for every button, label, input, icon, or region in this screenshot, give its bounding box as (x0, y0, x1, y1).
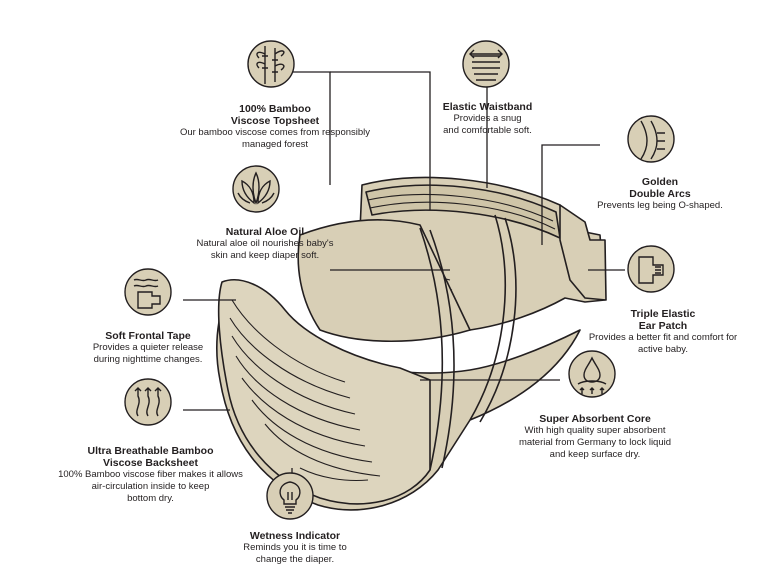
waist-stitch-lines (367, 193, 556, 230)
diaper-waistband (365, 184, 561, 239)
double-arc-right-inner (479, 217, 517, 423)
leader-lines (183, 71, 625, 475)
airflow-icon (124, 378, 172, 426)
leader-bamboo-2 (330, 71, 431, 210)
diaper-illustration (216, 176, 607, 511)
feature-title: Triple Elastic Ear Patch (630, 308, 696, 332)
frontal-tape-icon (124, 268, 172, 316)
double-arcs-icon (627, 115, 675, 163)
label-wetness-indicator: Wetness Indicator Reminds you it is time… (215, 530, 375, 566)
feature-title: Soft Frontal Tape (105, 330, 191, 342)
feature-title: Elastic Waistband (442, 101, 533, 113)
leader-double-arcs (541, 144, 600, 245)
ear-patch-icon (627, 245, 675, 293)
bamboo-icon (247, 40, 295, 88)
feature-description: Reminds you it is time to change the dia… (243, 542, 347, 565)
label-bamboo-topsheet: 100% Bamboo Viscose Topsheet Our bamboo … (160, 103, 390, 151)
water-drop-icon (568, 350, 616, 398)
feature-title: Ultra Breathable Bamboo Viscose Backshee… (87, 445, 214, 469)
label-golden-double-arcs: Golden Double Arcs Prevents leg being O-… (580, 176, 740, 212)
front-ribs (229, 299, 381, 477)
feature-title: Super Absorbent Core (539, 413, 651, 425)
feature-description: Prevents leg being O-shaped. (597, 200, 723, 211)
aloe-icon (232, 165, 280, 213)
label-natural-aloe-oil: Natural Aloe Oil Natural aloe oil nouris… (180, 226, 350, 262)
feature-description: Our bamboo viscose comes from responsibl… (179, 127, 371, 150)
feature-description: Provides a snug and comfortable soft. (443, 113, 532, 136)
diaper-right-ear (559, 204, 607, 301)
lightbulb-icon (266, 472, 314, 520)
feature-title: Natural Aloe Oil (225, 226, 305, 238)
label-soft-frontal-tape: Soft Frontal Tape Provides a quieter rel… (78, 330, 218, 366)
feature-description: Provides a better fit and comfort for ac… (588, 332, 738, 355)
feature-description: 100% Bamboo viscose fiber makes it allow… (58, 469, 243, 504)
double-arc-left (419, 227, 444, 471)
label-breathable-backsheet: Ultra Breathable Bamboo Viscose Backshee… (48, 445, 253, 505)
feature-description: With high quality super absorbent materi… (518, 425, 672, 460)
wetness-strip (299, 467, 369, 481)
double-arc-left-inner (429, 229, 455, 469)
label-elastic-waistband: Elastic Waistband Provides a snug and co… (420, 101, 555, 137)
waistband-icon (462, 40, 510, 88)
feature-description: Natural aloe oil nourishes baby's skin a… (196, 238, 334, 261)
feature-title: Wetness Indicator (249, 530, 341, 542)
feature-title: Golden Double Arcs (629, 176, 691, 200)
label-super-absorbent-core: Super Absorbent Core With high quality s… (505, 413, 685, 461)
diaper-front-flap (217, 279, 431, 505)
double-arc-right (469, 214, 506, 421)
feature-description: Provides a quieter release during nightt… (92, 342, 204, 365)
label-triple-elastic-ear-patch: Triple Elastic Ear Patch Provides a bett… (568, 308, 758, 356)
feature-title: 100% Bamboo Viscose Topsheet (230, 103, 320, 127)
